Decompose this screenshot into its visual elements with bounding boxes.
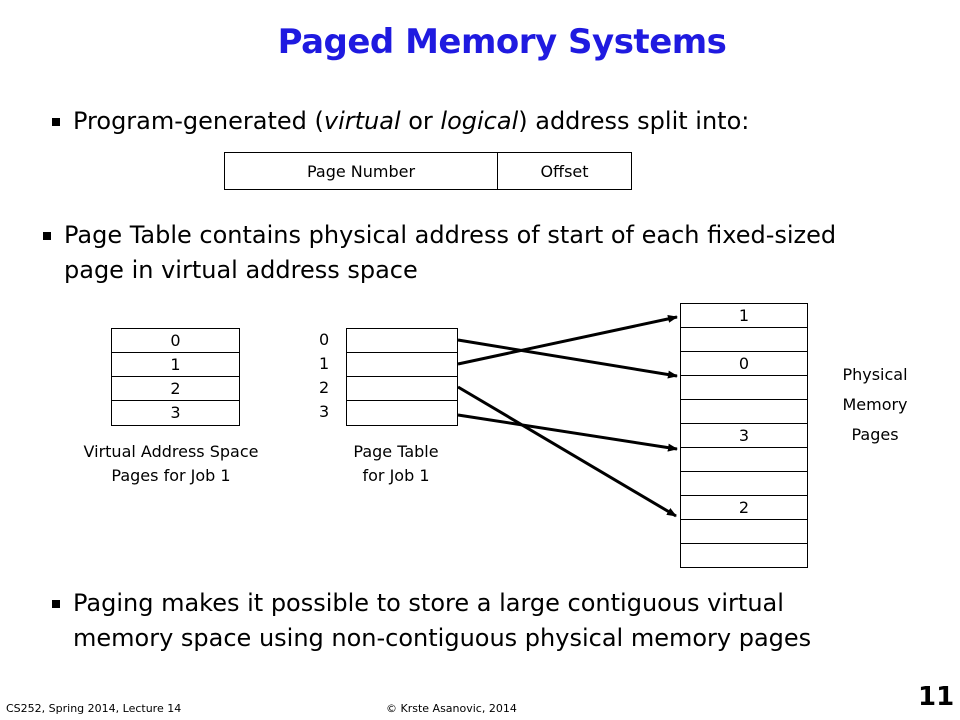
physical-memory: 1 0 3 2	[680, 303, 808, 568]
offset-field: Offset	[540, 161, 589, 181]
page-table-entry	[347, 329, 457, 353]
physical-page	[681, 448, 807, 472]
virtual-page: 0	[112, 329, 239, 353]
physical-page	[681, 376, 807, 400]
caption-line: Pages for Job 1	[111, 466, 231, 485]
caption-line: Physical	[842, 365, 908, 384]
virtual-caption: Virtual Address Space Pages for Job 1	[56, 440, 286, 488]
physical-page: 1	[681, 304, 807, 328]
footer-copyright: © Krste Asanovic, 2014	[386, 702, 517, 715]
physical-page	[681, 472, 807, 496]
page-number-field: Page Number	[225, 153, 498, 189]
caption-line: for Job 1	[362, 466, 430, 485]
arrow-entry0-to-frame2	[457, 338, 678, 379]
physical-page	[681, 400, 807, 424]
physical-page: 2	[681, 496, 807, 520]
page-table-index: 3	[319, 402, 330, 421]
bullet-text: Paging makes it possible to store a larg…	[73, 589, 812, 652]
arrow-entry1-to-frame0	[457, 314, 678, 366]
physical-page: 3	[681, 424, 807, 448]
page-table-indices: 0 1 2 3	[319, 328, 339, 424]
slide-number: 11	[918, 682, 955, 712]
page-table-entry	[347, 353, 457, 377]
bullet-square-icon	[52, 118, 60, 126]
physical-page	[681, 328, 807, 352]
slide-title: Paged Memory Systems	[277, 22, 727, 62]
page-table-index: 2	[319, 378, 330, 397]
address-format-box: Page Number Offset	[224, 152, 632, 190]
physical-caption: Physical Memory Pages	[815, 360, 935, 450]
virtual-page: 3	[170, 403, 181, 422]
arrow-entry3-to-frame5	[457, 413, 678, 452]
virtual-page: 1	[112, 353, 239, 377]
footer-course: CS252, Spring 2014, Lecture 14	[6, 702, 182, 715]
bullet-text: Program-generated (virtual or logical) a…	[73, 107, 750, 135]
bullet-square-icon	[43, 232, 51, 240]
physical-page	[681, 544, 807, 568]
arrow-entry2-to-frame8	[457, 385, 677, 518]
physical-page	[681, 520, 807, 544]
page-table-index: 1	[319, 354, 330, 373]
bullet-text: Page Table contains physical address of …	[64, 221, 837, 284]
caption-line: Pages	[851, 425, 899, 444]
virtual-address-pages: 0 1 2 3	[111, 328, 240, 426]
page-table-index: 0	[319, 330, 330, 349]
page-table-entry	[347, 401, 457, 425]
page-table	[346, 328, 458, 426]
page-table-caption: Page Table for Job 1	[326, 440, 466, 488]
caption-line: Page Table	[353, 442, 439, 461]
caption-line: Memory	[842, 395, 908, 414]
bullet-square-icon	[52, 600, 60, 608]
caption-line: Virtual Address Space	[83, 442, 259, 461]
page-table-entry	[347, 377, 457, 401]
physical-page: 0	[681, 352, 807, 376]
virtual-page: 2	[112, 377, 239, 401]
